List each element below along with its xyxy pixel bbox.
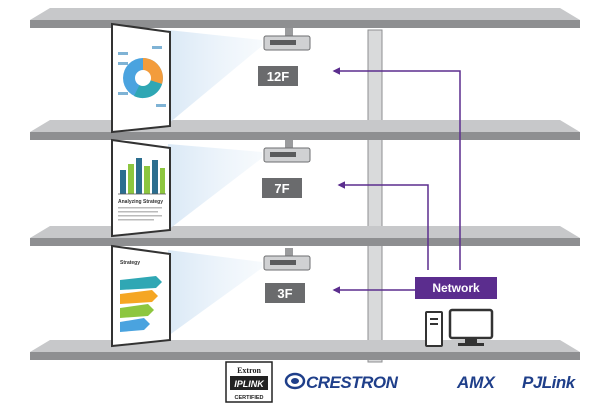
svg-text:CRESTRON: CRESTRON	[306, 373, 399, 392]
building-riser	[367, 29, 383, 363]
svg-text:3F: 3F	[277, 286, 292, 301]
amx-logo: AMX	[456, 373, 496, 392]
floor-badge-3f: 3F	[265, 283, 305, 303]
network-lines	[332, 67, 461, 294]
projection-beam-3f	[168, 250, 262, 336]
projector-12f	[263, 28, 311, 51]
screen-title-3f: Strategy	[120, 260, 140, 266]
extron-iplink-logo: Extron IPLINK CERTIFIED	[225, 361, 273, 403]
projection-screen-3f: Strategy	[111, 244, 171, 348]
projection-beam-7f	[168, 144, 262, 230]
projection-screen-7f: Analyzing Strategy	[111, 138, 171, 238]
svg-text:7F: 7F	[274, 181, 289, 196]
svg-text:12F: 12F	[267, 69, 289, 84]
floor-badge-7f: 7F	[262, 178, 302, 198]
network-box: Network	[415, 277, 497, 299]
svg-text:Extron: Extron	[237, 366, 261, 375]
projection-beam-12f	[168, 30, 262, 124]
floor-slab-top	[30, 8, 580, 28]
computer-icon	[425, 308, 494, 347]
svg-text:CERTIFIED: CERTIFIED	[234, 395, 263, 401]
arrow-infographic	[120, 276, 162, 332]
svg-text:Network: Network	[432, 281, 480, 295]
svg-text:IPLINK: IPLINK	[234, 379, 265, 389]
screen-title-7f: Analyzing Strategy	[118, 199, 163, 205]
network-link-7f	[337, 181, 429, 270]
projector-7f	[263, 140, 311, 163]
network-link-12f	[332, 67, 461, 270]
projector-3f	[263, 248, 311, 271]
pjlink-logo: PJLink	[522, 373, 577, 392]
projection-screen-12f	[111, 22, 171, 134]
crestron-logo: CRESTRON	[284, 372, 399, 392]
pie-infographic	[118, 46, 166, 107]
floor-badge-12f: 12F	[258, 66, 298, 86]
bar-chart-thumbnail	[118, 158, 166, 195]
